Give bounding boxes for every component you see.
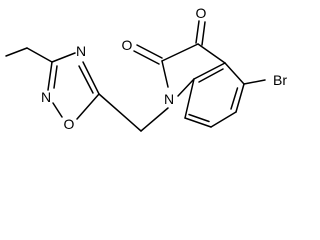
bond-n2-o1	[52, 102, 63, 118]
bond-c6-c7-inner	[188, 113, 210, 123]
bond-c6-c7	[184, 117, 212, 128]
bond-c5-c6	[210, 111, 237, 128]
bond-c3-o-a	[195, 20, 200, 44]
bond-c3-n2	[47, 61, 53, 91]
bond-c7-c7a	[184, 78, 195, 119]
atom-o-left: O	[122, 37, 133, 53]
bond-c4-c5-inner	[230, 87, 239, 110]
bond-c5ox-n4-inner	[78, 65, 94, 94]
bond-c2-o-b	[133, 50, 160, 65]
bond-c5ox-n4	[82, 61, 100, 95]
bond-ethyl-ch3	[5, 47, 28, 57]
bond-n1-c7a	[177, 78, 195, 97]
bond-c2-n1	[161, 60, 169, 88]
atom-n-oxadiazole-top: N	[76, 43, 86, 59]
atom-o-oxadiazole: O	[64, 116, 75, 132]
atom-n-indole: N	[164, 91, 174, 107]
bond-n1-ch2	[140, 107, 169, 132]
bond-c7a-c3a	[193, 62, 226, 80]
bond-c3-ethyl	[26, 47, 53, 63]
bond-c3-o-b	[201, 21, 206, 46]
bond-o1-c5ox	[76, 93, 100, 120]
atom-n-oxadiazole-left: N	[41, 89, 51, 105]
bond-c2-o-a	[136, 44, 163, 59]
bond-c4-br	[243, 79, 266, 85]
bond-layer	[5, 20, 266, 132]
atom-br: Br	[273, 72, 287, 88]
bond-c3-c2	[161, 43, 199, 62]
bond-c7a-c3a-inner	[198, 68, 224, 83]
atom-label-layer: Br O O N N N O	[41, 5, 287, 132]
bond-n4-c3	[51, 52, 76, 63]
bond-c3a-c4	[224, 62, 245, 85]
bond-c3-n2-inner	[53, 65, 58, 89]
bond-c4-c5	[235, 83, 245, 113]
atom-o-top: O	[196, 5, 207, 21]
chemical-structure-diagram: Br O O N N N O	[5, 5, 287, 132]
bond-ch2-c5ox	[98, 93, 142, 132]
bond-c3a-c3	[197, 43, 226, 64]
